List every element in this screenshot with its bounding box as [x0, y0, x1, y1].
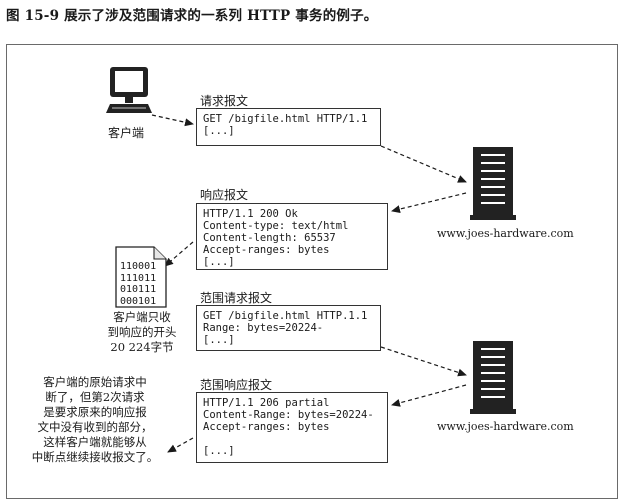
- figure-caption: 图 15-9 展示了涉及范围请求的一系列 HTTP 事务的例子。: [6, 8, 378, 24]
- server-icon: [470, 341, 516, 414]
- message-line: HTTP/1.1 200 Ok: [203, 208, 298, 220]
- message-line: GET /bigfile.html HTTP.1.1: [203, 310, 368, 322]
- arrow-server-to-range-response: [391, 384, 467, 407]
- arrow-server-to-response: [391, 192, 467, 213]
- bits-line: 000101: [120, 295, 157, 307]
- message-line: [...]: [203, 125, 235, 137]
- message-line: [...]: [203, 256, 235, 268]
- arrow-range-response-to-note: [167, 437, 194, 453]
- arrow-range-to-server: [380, 346, 467, 377]
- range-request-box: GET /bigfile.html HTTP.1.1 Range: bytes=…: [196, 305, 381, 351]
- message-line: Range: bytes=20224-: [203, 322, 324, 334]
- range-response-title: 范围响应报文: [200, 378, 273, 392]
- message-line: HTTP/1.1 206 partial: [203, 397, 330, 409]
- message-line: [...]: [203, 334, 235, 346]
- client-label: 客户端: [108, 126, 145, 140]
- request-message-box: GET /bigfile.html HTTP/1.1 [...]: [196, 108, 381, 146]
- message-line: Content-length: 65537: [203, 232, 336, 244]
- bits-line: 010111: [120, 284, 157, 295]
- bits-line: 111011: [120, 272, 157, 284]
- message-line: Content-Range: bytes=20224-: [203, 409, 374, 421]
- message-line: Accept-ranges: bytes: [203, 421, 330, 433]
- client-computer-icon: [106, 67, 152, 113]
- arrow-request-to-server: [380, 145, 467, 183]
- note-line: 文中没有收到的部分，: [37, 420, 153, 434]
- resume-explanation-note: 客户端的原始请求中 断了，但第2次请求 是要求原来的响应报 文中没有收到的部分，…: [22, 375, 168, 465]
- note-line: 是要求原来的响应报: [43, 405, 147, 419]
- message-line: Content-type: text/html: [203, 220, 349, 232]
- server-icon: [470, 147, 516, 220]
- message-line: [203, 433, 387, 445]
- document-icon: [115, 246, 167, 308]
- note-line: 到响应的开头: [107, 325, 177, 339]
- message-line: GET /bigfile.html HTTP/1.1: [203, 113, 368, 125]
- server-label: www.joes-hardware.com: [437, 420, 574, 433]
- binary-content: 110001 111011 010111 000101: [120, 261, 156, 307]
- partial-data-document: 110001 111011 010111 000101: [115, 246, 167, 308]
- range-request-title: 范围请求报文: [200, 291, 273, 305]
- response-message-title: 响应报文: [200, 188, 249, 202]
- range-response-box: HTTP/1.1 206 partial Content-Range: byte…: [196, 392, 388, 463]
- message-line: [...]: [203, 445, 235, 457]
- diagram-frame: [6, 44, 618, 499]
- message-line: Accept-ranges: bytes: [203, 244, 330, 256]
- bits-line: 110001: [120, 261, 157, 272]
- received-bytes-note: 客户端只收 到响应的开头 20 224字节: [98, 310, 186, 355]
- server-label: www.joes-hardware.com: [437, 227, 574, 240]
- note-line: 中断点继续接收报文了。: [31, 450, 159, 464]
- arrow-response-to-file: [164, 241, 194, 267]
- note-line: 这样客户端就能够从: [43, 435, 147, 449]
- note-line: 客户端只收: [113, 310, 171, 324]
- note-line: 20 224字节: [110, 340, 174, 354]
- note-line: 断了，但第2次请求: [45, 390, 145, 404]
- request-message-title: 请求报文: [200, 94, 249, 108]
- note-line: 客户端的原始请求中: [43, 375, 147, 389]
- response-message-box: HTTP/1.1 200 Ok Content-type: text/html …: [196, 203, 388, 270]
- arrow-client-to-request: [151, 114, 194, 127]
